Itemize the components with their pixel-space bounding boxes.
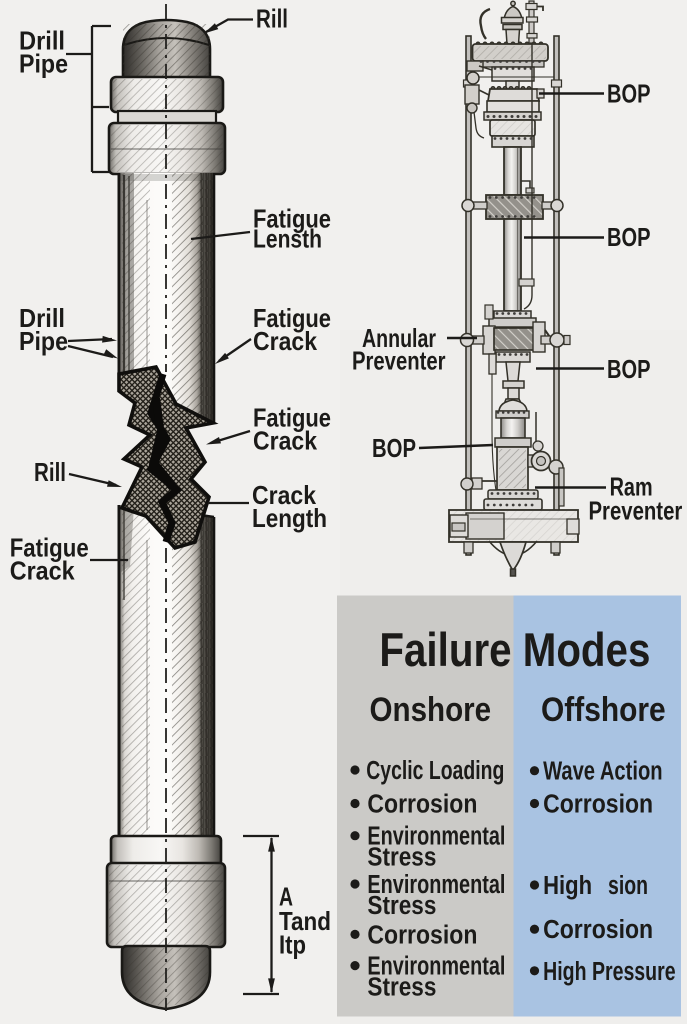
svg-text:Fatigue: Fatigue [253,204,331,234]
svg-text:Corrosion: Corrosion [543,791,653,819]
svg-text:Preventer: Preventer [352,345,446,375]
svg-text:Crack: Crack [252,480,316,510]
svg-text:Stress: Stress [367,892,436,920]
svg-text:Failure Modes: Failure Modes [379,623,650,676]
svg-text:Drill: Drill [19,303,65,333]
svg-text:BOP: BOP [607,354,651,384]
svg-text:Rill: Rill [256,4,288,34]
svg-text:Environmental: Environmental [367,953,505,981]
svg-text:Environmental: Environmental [367,871,505,899]
svg-text:Crack: Crack [253,426,317,456]
svg-text:Pipe: Pipe [19,49,68,79]
svg-text:Length: Length [252,503,327,533]
svg-text:BOP: BOP [372,433,416,463]
svg-text:Onshore: Onshore [370,691,492,729]
svg-text:Cyclic Loading: Cyclic Loading [366,757,504,785]
svg-text:Crack: Crack [253,326,317,356]
svg-text:Corrosion: Corrosion [367,791,477,819]
svg-text:Rill: Rill [34,457,66,487]
svg-text:Wave Action: Wave Action [543,758,663,786]
svg-text:A: A [279,882,293,912]
svg-text:Ram: Ram [610,471,653,501]
svg-text:Fatigue: Fatigue [253,303,331,333]
svg-text:High: High [543,872,592,900]
svg-text:Crack: Crack [10,556,75,586]
svg-text:Fatigue: Fatigue [10,533,89,563]
svg-text:Offshore: Offshore [541,691,666,729]
svg-text:Corrosion: Corrosion [367,921,477,949]
svg-text:Drill: Drill [19,25,65,55]
svg-text:sion: sion [608,872,648,900]
svg-text:Tand: Tand [279,906,331,936]
svg-text:Stress: Stress [367,844,436,872]
svg-text:BOP: BOP [607,222,651,252]
svg-text:Preventer: Preventer [589,495,683,525]
svg-text:High Pressure: High Pressure [543,958,676,986]
svg-text:Lensth: Lensth [253,224,322,254]
svg-text:Itp: Itp [279,930,306,960]
svg-text:Corrosion: Corrosion [543,916,653,944]
svg-text:Annular: Annular [362,323,436,353]
svg-text:Stress: Stress [367,973,436,1001]
svg-text:Environmental: Environmental [367,823,505,851]
svg-text:Pipe: Pipe [19,326,68,356]
svg-text:BOP: BOP [607,79,651,109]
svg-text:Fatigue: Fatigue [253,403,331,433]
